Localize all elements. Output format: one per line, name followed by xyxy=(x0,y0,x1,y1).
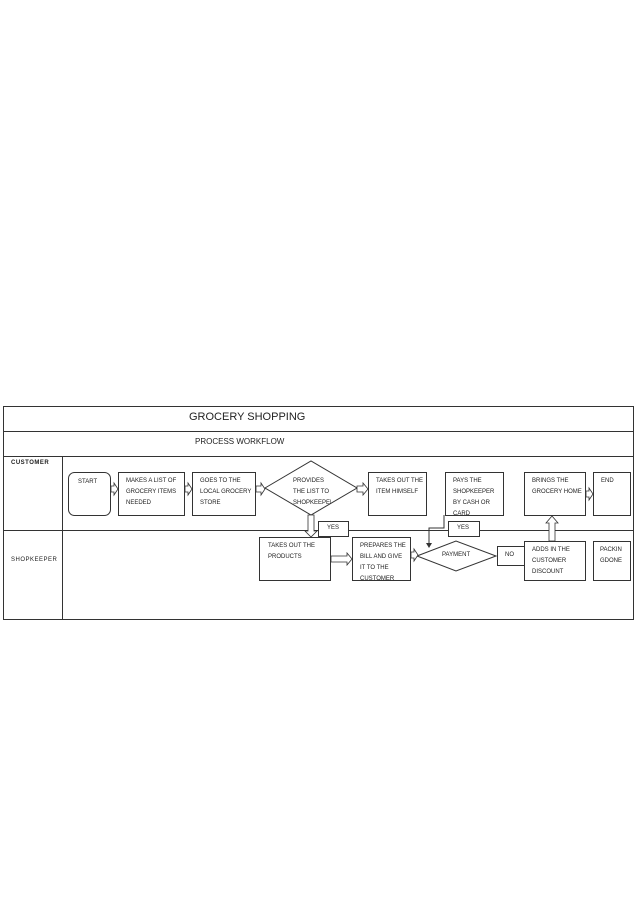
lane-label-customer: CUSTOMER xyxy=(11,460,50,466)
arrow-decision-down xyxy=(304,514,318,538)
connector-pays-to-payment xyxy=(428,515,445,544)
make-list-box xyxy=(118,472,185,516)
goes-store-box xyxy=(192,472,256,516)
yes-label-2: YES xyxy=(457,525,470,531)
packin-label: PACKIN GDONE xyxy=(600,547,623,564)
arrow-decision-to-himself xyxy=(356,481,369,497)
make-list-label: MAKES A LIST OF GROCERY ITEMS NEEDED xyxy=(126,478,177,506)
prepares-bill-label: PREPARES THE BILL AND GIVE IT TO THE CUS… xyxy=(360,543,406,582)
start-label: START xyxy=(78,479,98,485)
lane-label-shopkeeper: SHOPKEEPER xyxy=(11,557,58,563)
no-label: NO xyxy=(505,552,514,558)
takes-out-himself-box xyxy=(368,472,427,516)
pays-label: PAYS THE SHOPKEEPER BY CASH OR CARD xyxy=(453,478,495,517)
diagram-subtitle: PROCESS WORKFLOW xyxy=(195,437,285,446)
takes-out-himself-label: TAKES OUT THE ITEM HIMSELF xyxy=(376,478,424,495)
arrow-products-to-bill xyxy=(330,551,353,567)
brings-home-box xyxy=(524,472,586,516)
yes-label-1: YES xyxy=(327,525,340,531)
adds-discount-box xyxy=(524,541,586,581)
payment-decision xyxy=(415,540,498,572)
start-node xyxy=(68,472,111,516)
arrow-discount-up xyxy=(545,515,559,542)
payment-label: PAYMENT xyxy=(442,552,471,558)
pays-box xyxy=(445,472,504,516)
adds-discount-label: ADDS IN THE CUSTOMER DISCOUNT xyxy=(532,547,570,575)
takes-out-products-label: TAKES OUT THE PRODUCTS xyxy=(268,543,316,560)
takes-out-products-box xyxy=(259,537,331,581)
diagram-title: GROCERY SHOPPING xyxy=(189,411,306,423)
end-label: END xyxy=(601,478,614,484)
prepares-bill-box xyxy=(352,537,411,581)
brings-home-label: BRINGS THE GROCERY HOME xyxy=(532,478,582,495)
arrow-home-to-end xyxy=(585,486,594,502)
table-frame xyxy=(3,406,634,620)
end-box xyxy=(593,472,631,516)
packin-box xyxy=(593,541,631,581)
connector-pays-arrowhead xyxy=(426,543,432,548)
arrow-bill-to-payment xyxy=(410,547,419,563)
arrow-store-to-decision xyxy=(255,481,266,497)
provides-list-label: PROVIDES THE LIST TO SHOPKEEPER xyxy=(293,478,331,506)
goes-store-label: GOES TO THE LOCAL GROCERY STORE xyxy=(200,478,252,506)
yes-label-box-1 xyxy=(318,521,349,537)
arrow-start-to-list xyxy=(110,481,119,497)
yes-label-box-2 xyxy=(448,521,480,537)
arrow-list-to-store xyxy=(184,481,193,497)
